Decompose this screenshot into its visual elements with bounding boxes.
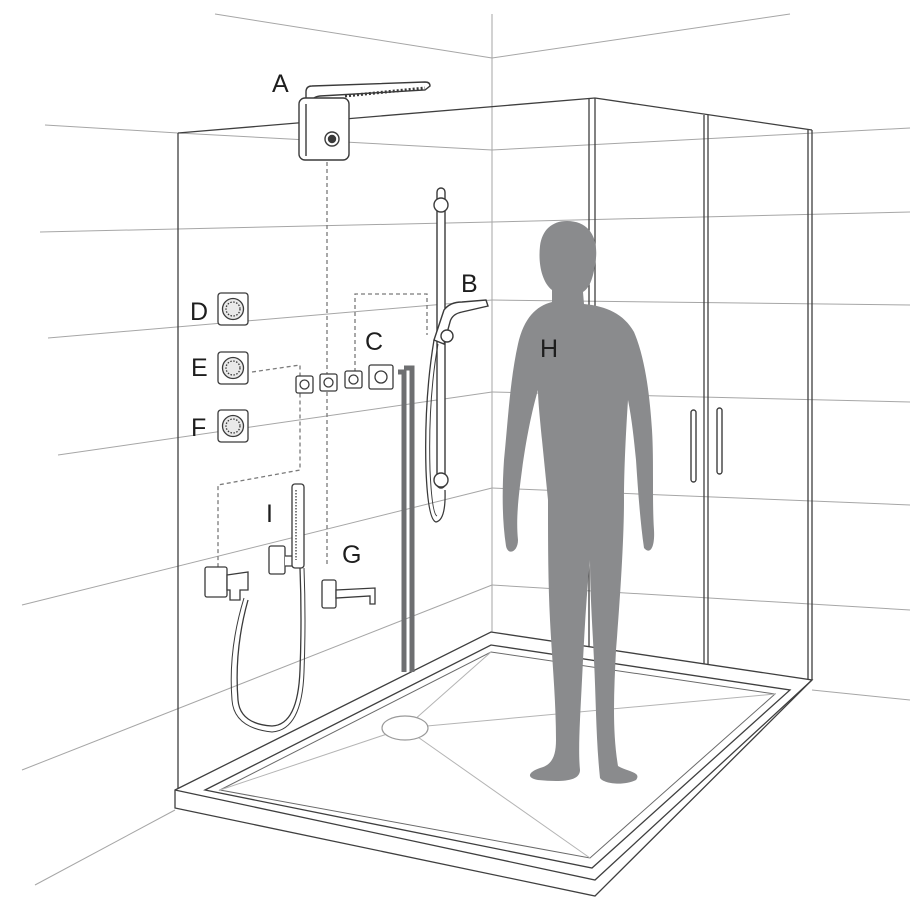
tub-spout	[322, 580, 375, 608]
label-i: I	[266, 500, 273, 528]
shower-tray	[175, 632, 812, 896]
label-g: G	[342, 541, 361, 569]
plumbing-dashed-lines	[218, 162, 427, 568]
body-jet-e	[218, 352, 248, 384]
label-h: H	[540, 335, 558, 363]
label-c: C	[365, 328, 383, 356]
supply-pipes	[398, 368, 412, 672]
body-jet-d	[218, 293, 248, 325]
slide-rail-hand-shower	[426, 188, 488, 522]
label-d: D	[190, 298, 208, 326]
label-e: E	[191, 354, 208, 382]
body-jet-f	[218, 410, 248, 442]
drain	[382, 716, 428, 740]
label-a: A	[272, 70, 289, 98]
wall-outlet	[205, 567, 248, 600]
door-handles	[691, 408, 722, 482]
rain-shower-head	[299, 82, 430, 160]
label-b: B	[461, 270, 478, 298]
label-f: F	[191, 414, 206, 442]
body-jets	[218, 293, 248, 442]
diverter-controls	[296, 365, 393, 393]
